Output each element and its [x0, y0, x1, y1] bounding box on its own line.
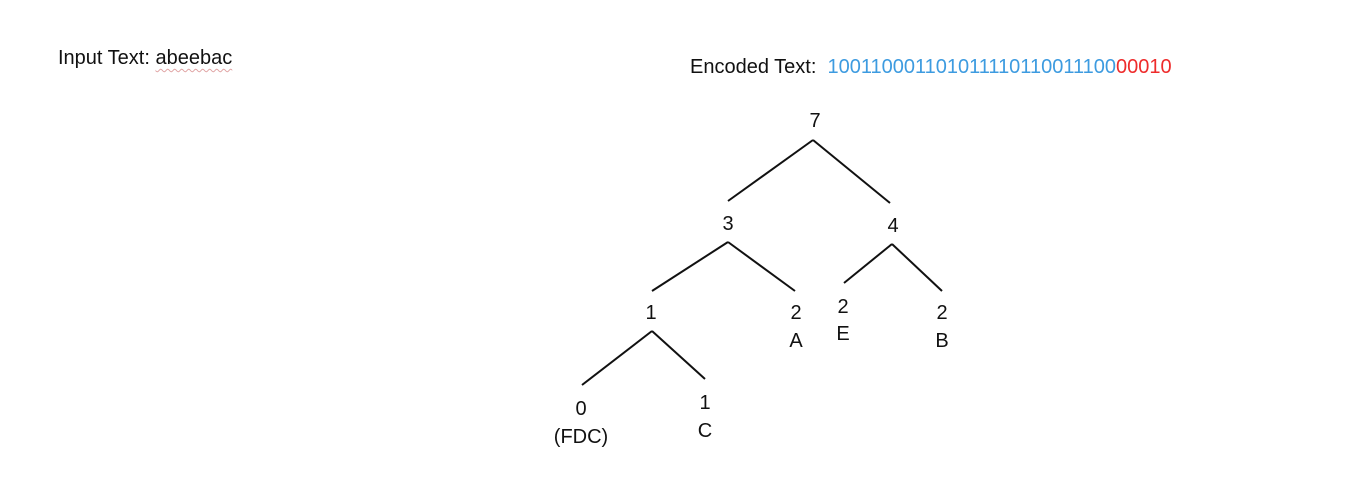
input-text-value[interactable]: abeebac: [155, 47, 233, 69]
encoded-text-line: Encoded Text: 10011000110101111011001110…: [690, 55, 1172, 79]
edge-n1-leafFDC: [581, 330, 653, 386]
leaf-fdc-weight: 0: [575, 398, 586, 420]
node-n3-weight: 3: [722, 213, 733, 235]
edge-n3-n1: [651, 241, 729, 292]
encoded-bits-main: 100110001101011110110011100: [827, 56, 1116, 78]
leaf-a-symbol: A: [789, 330, 803, 352]
leaf-a-weight: 2: [790, 302, 801, 324]
leaf-fdc-symbol: (FDC): [554, 426, 608, 448]
leaf-c-weight: 1: [699, 392, 710, 414]
leaf-e-weight: 2: [837, 296, 848, 318]
leaf-e-symbol: E: [836, 323, 849, 345]
encoded-bits-tail: 00010: [1115, 56, 1172, 78]
edge-root-n4: [812, 139, 891, 204]
leaf-b-weight: 2: [936, 302, 947, 324]
edge-n4-leafE: [843, 243, 893, 284]
leaf-c-symbol: C: [698, 420, 712, 442]
edge-n3-leafA: [727, 241, 796, 292]
encoded-text-label: Encoded Text:: [690, 56, 817, 78]
node-n4-weight: 4: [887, 215, 898, 237]
edge-root-n3: [727, 139, 814, 202]
input-text-line: Input Text: abeebac: [58, 46, 232, 70]
edge-n4-leafB: [891, 243, 943, 292]
edge-n1-leafC: [651, 330, 706, 380]
leaf-b-symbol: B: [935, 330, 948, 352]
node-root-weight: 7: [809, 110, 820, 132]
input-text-label: Input Text:: [58, 47, 150, 69]
node-n1-weight: 1: [645, 302, 656, 324]
